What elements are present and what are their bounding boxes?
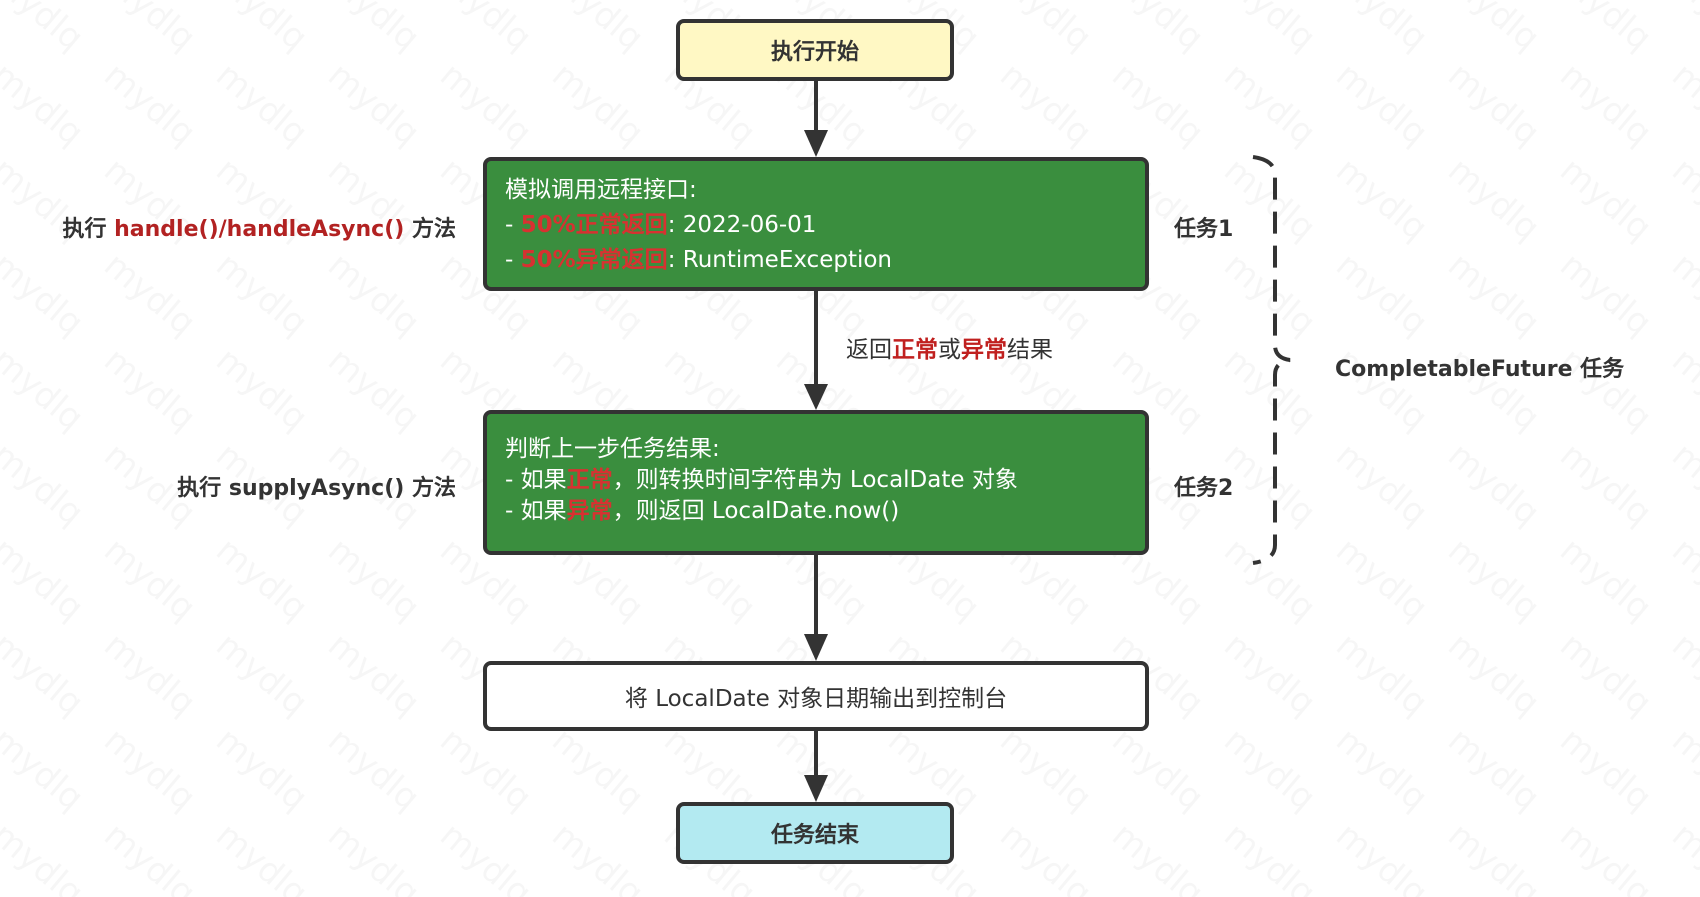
task2-tag: 任务2 bbox=[1174, 476, 1234, 501]
annotation-handle-method-name: handle()/handleAsync() bbox=[114, 217, 405, 242]
edge-label-part5: 结果 bbox=[1007, 337, 1053, 363]
arrow-task2-to-output bbox=[804, 555, 828, 661]
task2-line-normal: - 如果正常，则转换时间字符串为 LocalDate 对象 bbox=[505, 465, 1127, 496]
arrow-task1-to-task2 bbox=[804, 291, 828, 410]
task1-title: 模拟调用远程接口: bbox=[505, 177, 697, 203]
task1-line2-suffix: : RuntimeException bbox=[667, 247, 893, 273]
task2-exception-highlight: 异常 bbox=[566, 498, 613, 524]
edge-label-result: 返回正常或异常结果 bbox=[846, 330, 1053, 364]
task2-line1-suffix: ，则转换时间字符串为 LocalDate 对象 bbox=[612, 467, 1018, 493]
task2-line-exception: - 如果异常，则返回 LocalDate.now() bbox=[505, 496, 1127, 527]
end-node: 任务结束 bbox=[676, 802, 954, 864]
task1-line-normal: - 50%正常返回: 2022-06-01 bbox=[505, 208, 1127, 243]
edge-label-part3: 或 bbox=[938, 337, 961, 363]
edge-label-normal: 正常 bbox=[892, 337, 938, 363]
annotation-supply-method: 执行 supplyAsync() 方法 bbox=[177, 476, 456, 501]
start-label: 执行开始 bbox=[770, 40, 859, 65]
task2-line2-suffix: ，则返回 LocalDate.now() bbox=[612, 498, 900, 524]
task2-line2-prefix: - 如果 bbox=[505, 498, 567, 524]
edge-label-part1: 返回 bbox=[846, 337, 892, 363]
task1-line2-prefix: - bbox=[505, 247, 521, 273]
annotation-handle-prefix: 执行 bbox=[62, 217, 115, 242]
output-label: 将 LocalDate 对象日期输出到控制台 bbox=[624, 686, 1008, 712]
task1-node: 模拟调用远程接口: - 50%正常返回: 2022-06-01 - 50%异常返… bbox=[483, 157, 1149, 291]
arrow-start-to-task1 bbox=[804, 81, 828, 157]
curly-brace bbox=[1252, 155, 1291, 565]
task1-line1-suffix: : 2022-06-01 bbox=[667, 212, 817, 238]
task2-normal-highlight: 正常 bbox=[566, 467, 613, 493]
task1-line1-prefix: - bbox=[505, 212, 521, 238]
output-node: 将 LocalDate 对象日期输出到控制台 bbox=[483, 661, 1149, 731]
task1-normal-highlight: 50%正常返回 bbox=[520, 212, 668, 238]
start-node: 执行开始 bbox=[676, 19, 954, 81]
completable-future-label: CompletableFuture 任务 bbox=[1335, 357, 1625, 382]
edge-label-exception: 异常 bbox=[961, 337, 1007, 363]
annotation-handle-method: 执行 handle()/handleAsync() 方法 bbox=[62, 211, 456, 243]
end-label: 任务结束 bbox=[770, 823, 859, 848]
task2-line1-prefix: - 如果 bbox=[505, 467, 567, 493]
task2-title: 判断上一步任务结果: bbox=[505, 436, 720, 462]
task1-exception-highlight: 50%异常返回 bbox=[520, 247, 668, 273]
arrow-output-to-end bbox=[804, 731, 828, 802]
task1-line-exception: - 50%异常返回: RuntimeException bbox=[505, 243, 1127, 278]
task2-node: 判断上一步任务结果: - 如果正常，则转换时间字符串为 LocalDate 对象… bbox=[483, 410, 1149, 555]
task1-tag: 任务1 bbox=[1174, 217, 1234, 242]
annotation-handle-suffix: 方法 bbox=[404, 217, 456, 242]
